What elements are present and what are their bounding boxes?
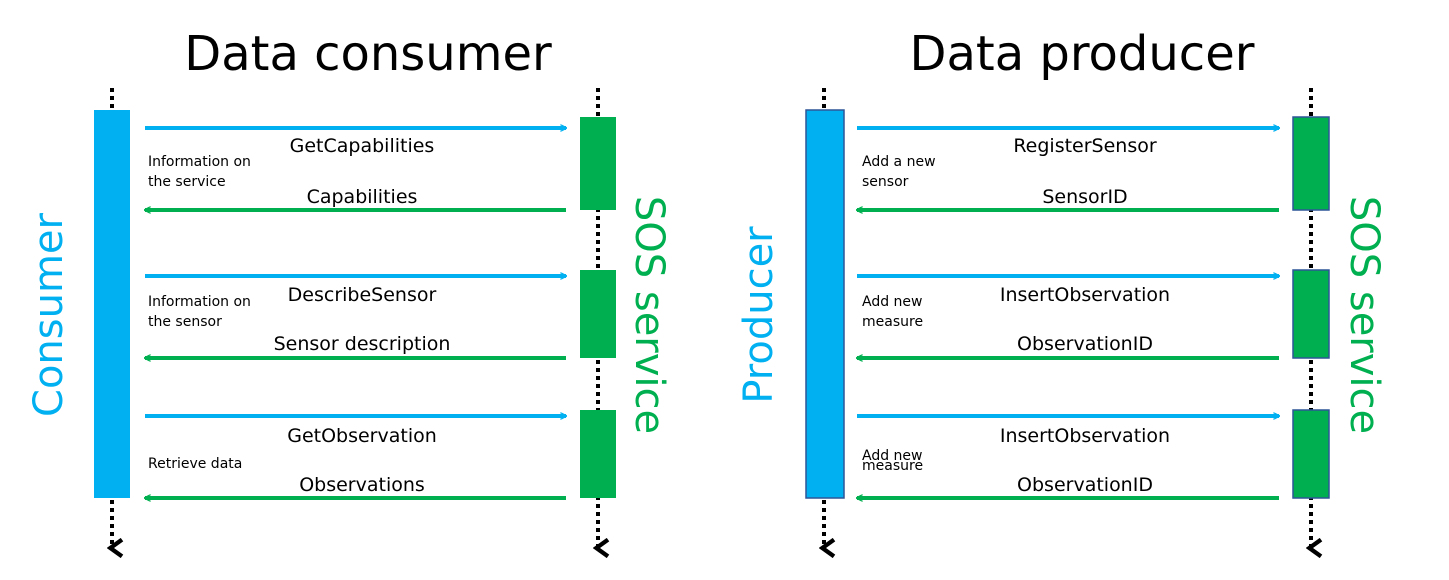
producer-title: Data producer: [910, 26, 1255, 82]
consumer-left-label: Consumer: [26, 212, 72, 417]
note-text: Add a new: [862, 154, 936, 170]
note-text: sensor: [862, 174, 909, 190]
note-text: measure: [862, 458, 923, 474]
response-label: SensorID: [1042, 186, 1127, 208]
service-activation-box: [1292, 269, 1330, 359]
request-label: InsertObservation: [1000, 425, 1170, 447]
response-label: Sensor description: [274, 333, 451, 355]
service-activation-box: [580, 410, 616, 498]
note-text: the sensor: [148, 314, 222, 330]
note-text: Add new: [862, 294, 923, 310]
producer-activation-bar: [805, 109, 845, 499]
sos-service-label: SOS service: [626, 196, 672, 434]
note-text: measure: [862, 314, 923, 330]
service-activation-box: [1292, 409, 1330, 499]
request-label: GetCapabilities: [290, 135, 435, 157]
note-text: Retrieve data: [148, 456, 242, 472]
service-activation-box: [580, 270, 616, 358]
response-label: ObservationID: [1017, 333, 1153, 355]
request-label: DescribeSensor: [288, 284, 437, 306]
note-text: Information on: [148, 154, 251, 170]
service-activation-box: [1292, 116, 1330, 211]
consumer-activation-bar: [94, 110, 130, 498]
request-label: InsertObservation: [1000, 284, 1170, 306]
response-label: Capabilities: [307, 186, 418, 208]
producer-left-label: Producer: [736, 226, 782, 404]
note-text: Information on: [148, 294, 251, 310]
request-label: GetObservation: [287, 425, 437, 447]
note-text: Add new: [862, 448, 923, 464]
response-label: Observations: [299, 474, 425, 496]
consumer-title: Data consumer: [184, 26, 552, 82]
sos-service-label: SOS service: [1341, 196, 1387, 434]
note-text: the service: [148, 174, 226, 190]
service-activation-box: [580, 117, 616, 210]
response-label: ObservationID: [1017, 474, 1153, 496]
request-label: RegisterSensor: [1013, 135, 1157, 157]
